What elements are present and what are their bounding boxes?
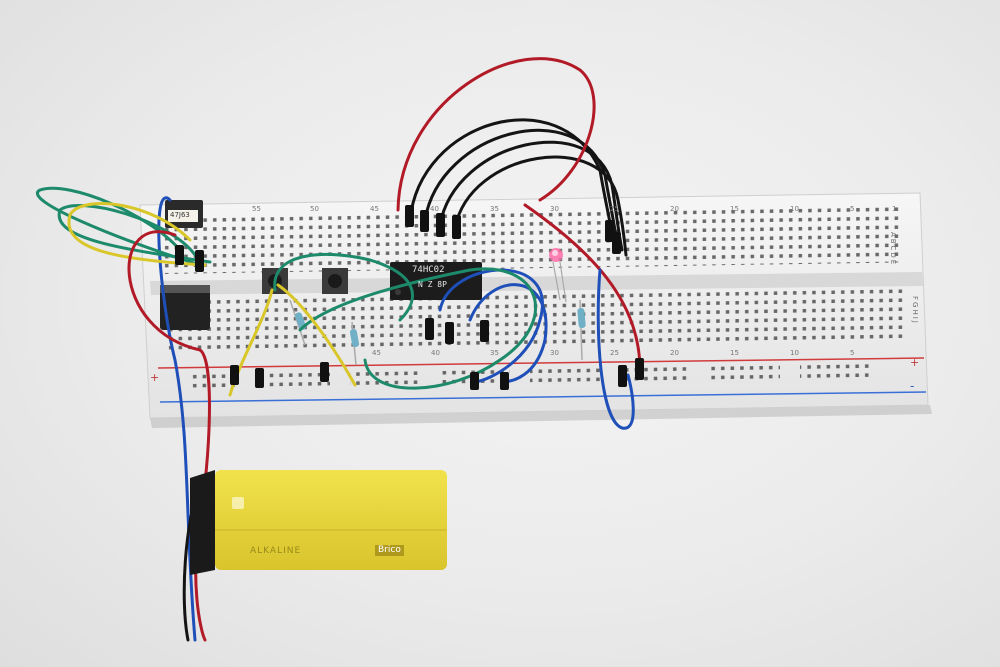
- board-shadow: [150, 405, 932, 428]
- row-letters-bottom: FGHIJ: [911, 296, 919, 325]
- col-25: 25: [610, 205, 619, 213]
- wire-yellow-left: [67, 202, 207, 267]
- rail-minus-right: -: [910, 379, 915, 393]
- wire-black-1: [408, 118, 614, 237]
- rail-plus-left: +: [150, 371, 160, 384]
- wire-green-left-2: [57, 204, 212, 264]
- resistor-3: [577, 299, 586, 361]
- voltage-regulator-top: [165, 200, 203, 228]
- regulator-label: 47J63: [170, 211, 190, 219]
- col-b-15: 15: [730, 349, 739, 357]
- col-10: 10: [790, 205, 799, 213]
- col-b-40: 40: [431, 349, 440, 357]
- rail-blue-line: [159, 391, 927, 403]
- battery-brand: ALKALINE: [250, 546, 302, 556]
- col-55: 55: [252, 205, 261, 213]
- col-20: 20: [670, 205, 679, 213]
- col-50: 50: [310, 205, 319, 213]
- chip-label-1: 74HC02: [412, 265, 445, 275]
- rail-red-line: [157, 357, 925, 369]
- wire-red-top: [396, 57, 596, 212]
- wires: [36, 57, 642, 642]
- col-45: 45: [370, 205, 379, 213]
- wire-green-mid: [273, 252, 414, 322]
- hole-grid-top: [162, 204, 900, 274]
- row-letters-top: ABCDE: [889, 232, 897, 267]
- led: [549, 248, 567, 303]
- col-35: 35: [490, 205, 499, 213]
- regulator-bottom: [160, 285, 210, 330]
- col-40: 40: [430, 205, 439, 213]
- wire-red-right: [523, 203, 642, 372]
- col-b-20: 20: [670, 349, 679, 357]
- wire-blue-mid2: [468, 283, 548, 384]
- wire-green-long: [298, 267, 538, 390]
- resistor-2: [349, 321, 360, 366]
- wire-black-4: [453, 155, 628, 257]
- wire-blue-right: [596, 268, 635, 430]
- rail-plus-right: +: [910, 356, 920, 369]
- battery-logo: Brico: [375, 545, 404, 556]
- col-5: 5: [850, 205, 855, 213]
- wire-plugs: [175, 205, 644, 390]
- col-b-30: 30: [550, 349, 559, 357]
- chip-label-2: N Z 8P: [418, 280, 447, 289]
- wire-black-3: [438, 140, 624, 252]
- wire-yellow-mid-2: [276, 283, 357, 387]
- wire-red-battery: [127, 230, 211, 642]
- col-b-35: 35: [490, 349, 499, 357]
- push-button-2: [322, 268, 348, 294]
- col-b-5: 5: [850, 349, 855, 357]
- wire-black-2: [423, 128, 619, 247]
- col-b-25: 25: [610, 349, 619, 357]
- col-1: 1: [892, 205, 897, 213]
- col-b-10: 10: [790, 349, 799, 357]
- col-b-45: 45: [372, 349, 381, 357]
- col-15: 15: [730, 205, 739, 213]
- battery-9v: [190, 470, 447, 575]
- col-30: 30: [550, 205, 559, 213]
